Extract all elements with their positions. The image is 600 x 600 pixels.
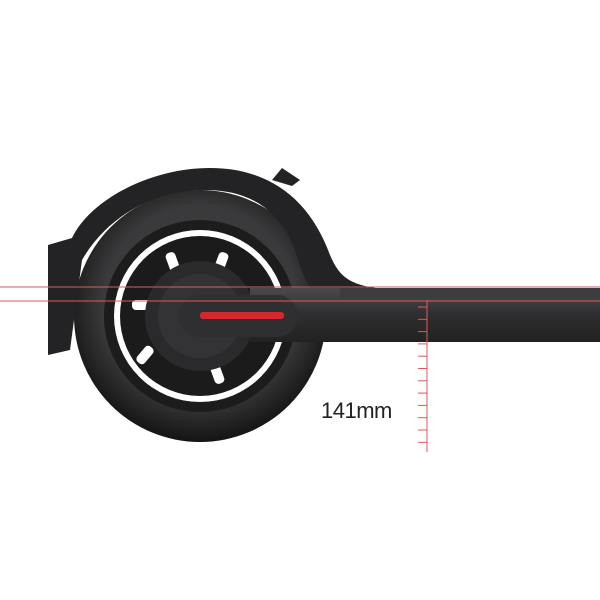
ground-clearance-label: 141mm — [321, 398, 392, 423]
tail-light — [200, 312, 284, 319]
fender-hook — [272, 168, 300, 186]
ruler-ticks — [418, 306, 427, 443]
measurement-guides — [0, 286, 600, 452]
rear-fender — [48, 168, 400, 355]
